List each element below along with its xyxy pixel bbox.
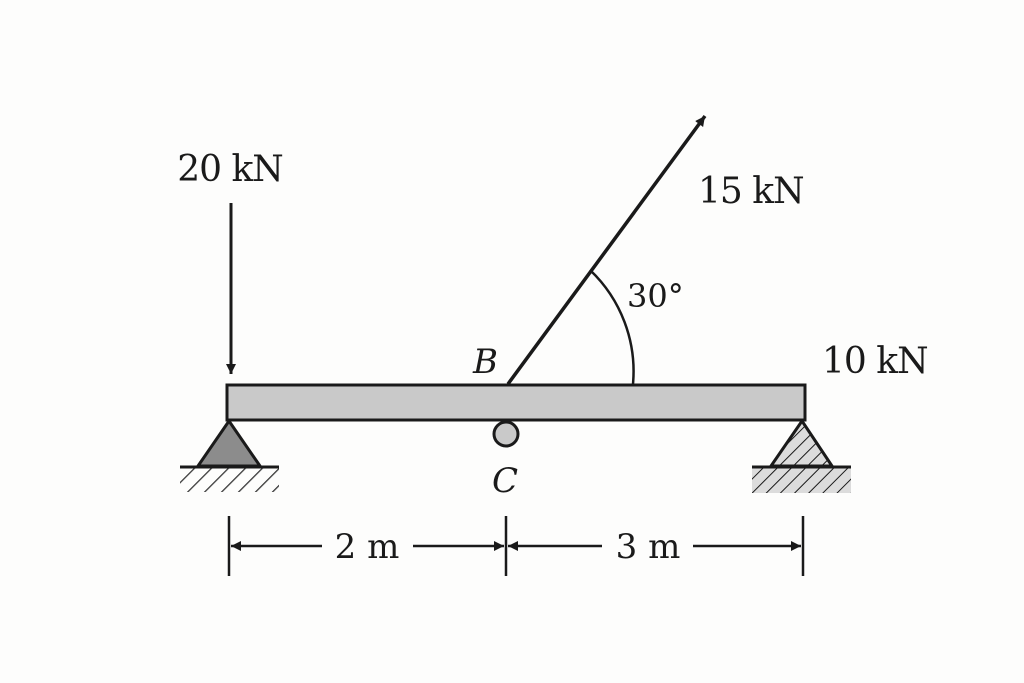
right-ground-hatch bbox=[752, 467, 851, 493]
dim-right-label: 3 m bbox=[616, 527, 681, 567]
right-support bbox=[752, 419, 851, 493]
angle-label: 30° bbox=[627, 277, 684, 315]
inclined-load-label: 15 kN bbox=[698, 171, 804, 212]
point-b-label: B bbox=[472, 342, 498, 382]
point-c-label: C bbox=[492, 461, 518, 501]
hatched-pin-support-icon bbox=[769, 419, 834, 468]
beam bbox=[225, 383, 807, 422]
dimension-lines: 2 m 3 m bbox=[227, 516, 805, 576]
left-ground-hatch bbox=[180, 467, 279, 492]
inclined-load-arrow bbox=[506, 114, 707, 386]
roller-icon bbox=[492, 420, 520, 448]
dim-left-label: 2 m bbox=[335, 527, 400, 567]
left-support bbox=[180, 419, 279, 492]
pin-support-icon bbox=[196, 419, 262, 468]
angle-arc bbox=[589, 269, 635, 385]
right-load-label: 10 kN bbox=[822, 341, 928, 382]
left-load-label: 20 kN bbox=[177, 149, 283, 190]
